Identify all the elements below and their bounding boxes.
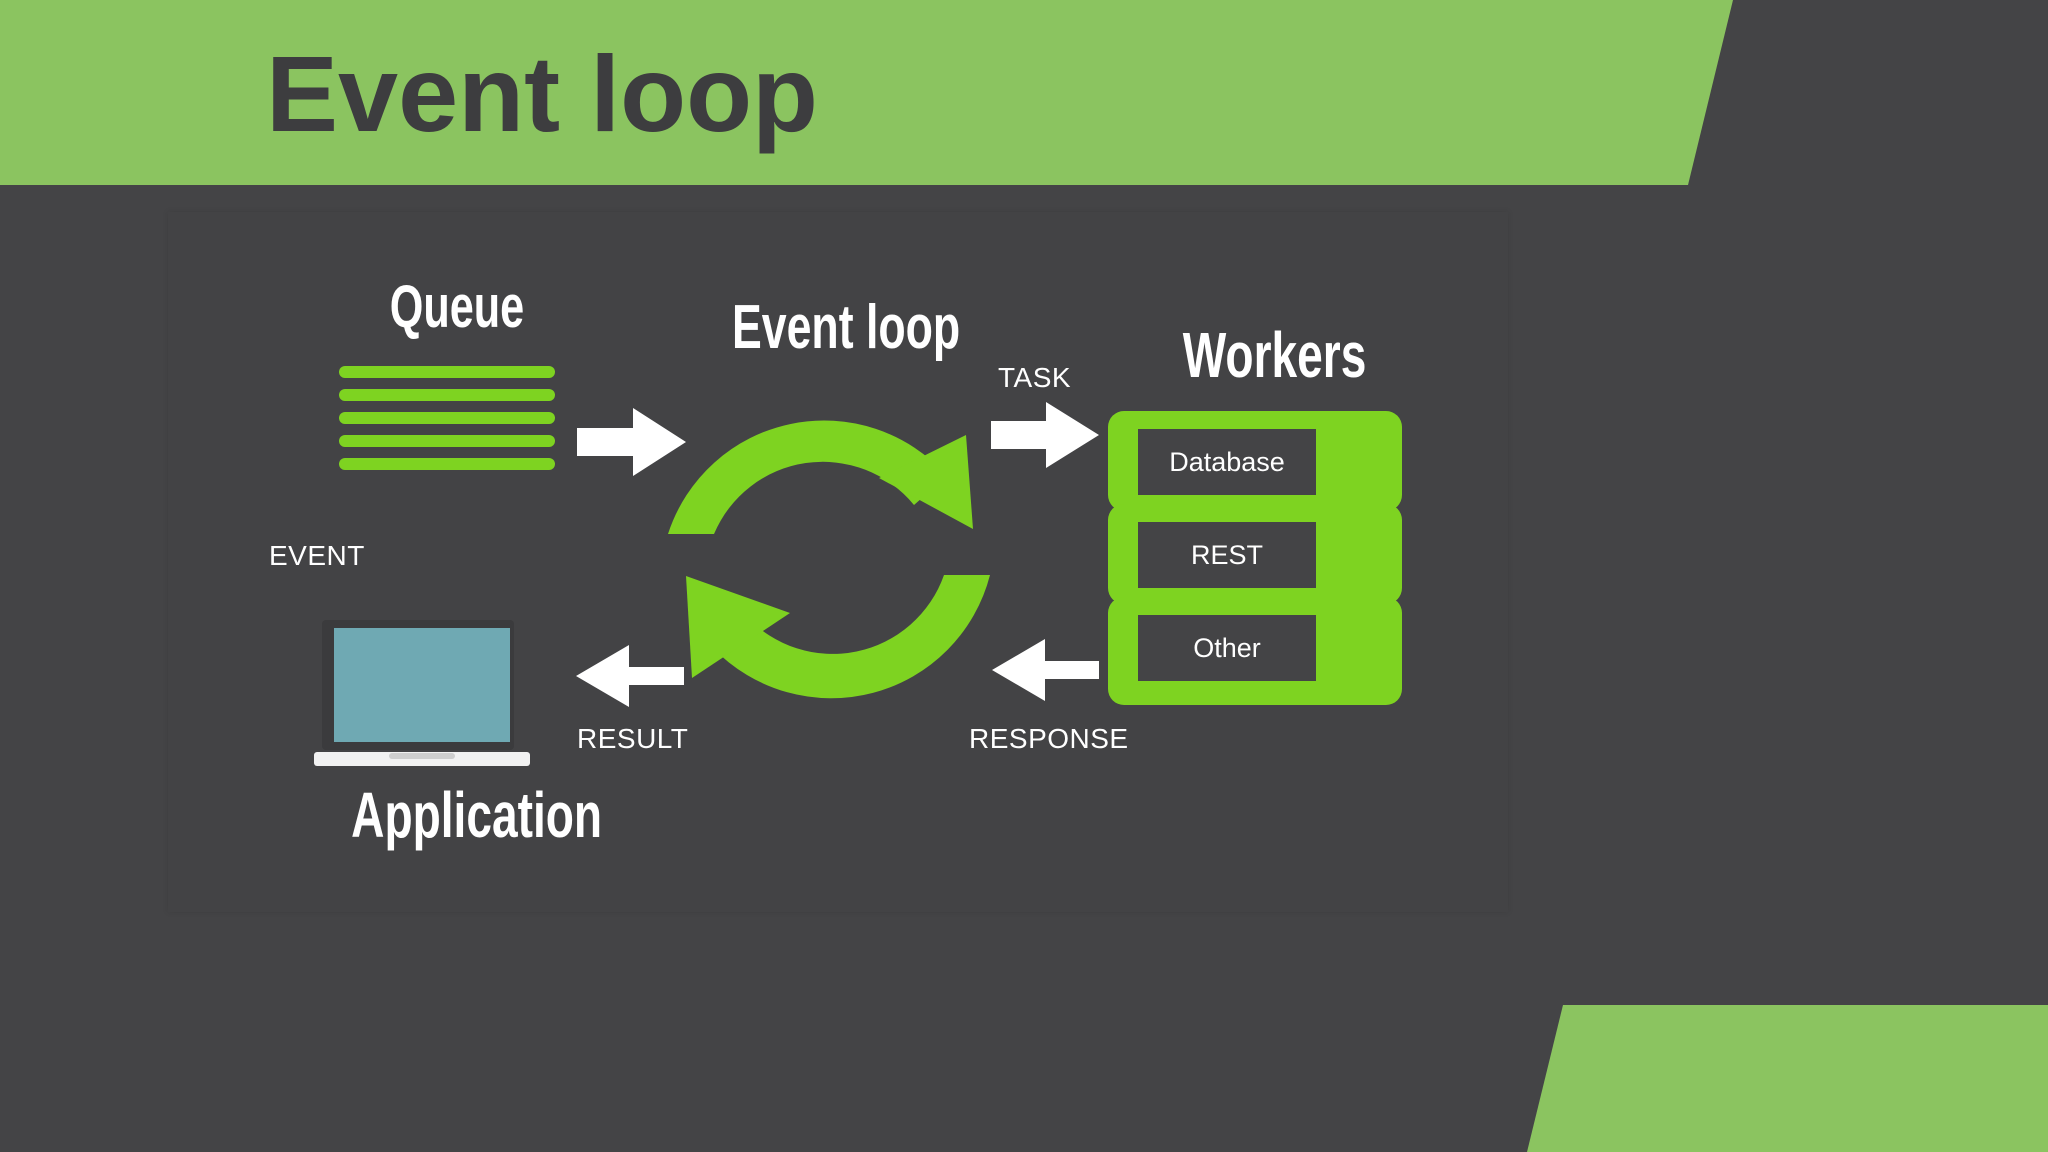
- arrow-right-task-icon: [991, 402, 1099, 468]
- workers-heading: Workers: [1182, 319, 1367, 391]
- worker-rest: REST: [1138, 522, 1316, 588]
- corner-accent: [1527, 1005, 2048, 1152]
- application-heading: Application: [351, 779, 603, 851]
- task-label: TASK: [998, 362, 1072, 393]
- queue-icon: [339, 366, 555, 470]
- worker-database: Database: [1138, 429, 1316, 495]
- laptop-icon: [314, 620, 530, 766]
- worker-other: Other: [1138, 615, 1316, 681]
- arrow-right-queue-to-loop-icon: [577, 408, 686, 476]
- result-label: RESULT: [577, 723, 689, 754]
- header-band: [0, 0, 1733, 185]
- arrow-left-result-icon: [576, 645, 684, 707]
- response-label: RESPONSE: [969, 723, 1129, 754]
- refresh-cycle-icon: [668, 420, 990, 699]
- queue-heading: Queue: [389, 273, 525, 340]
- event-loop-heading: Event loop: [732, 293, 961, 362]
- slide-title: Event loop: [266, 33, 819, 154]
- arrow-left-response-icon: [992, 639, 1099, 701]
- event-label: EVENT: [269, 540, 365, 571]
